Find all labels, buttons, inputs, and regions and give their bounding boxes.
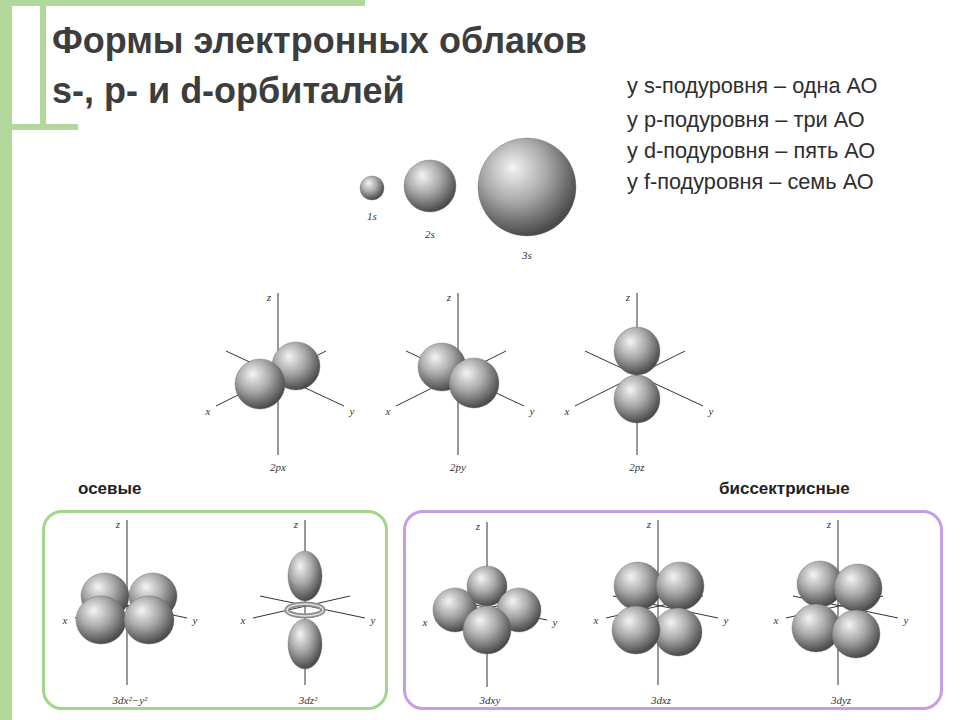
orbital-lobe <box>463 606 511 654</box>
axis-label: z <box>116 518 120 530</box>
orbital-lobe <box>449 358 499 408</box>
axis-label: y <box>904 614 909 626</box>
axis-label: z <box>626 291 630 303</box>
orbital-label: 2py <box>450 461 466 473</box>
frame-bar <box>0 124 78 130</box>
axis-label: y <box>530 405 535 417</box>
axis-label: z <box>827 518 831 530</box>
orbital-lobe <box>360 176 384 200</box>
orbital-torus <box>287 604 323 616</box>
axis-label: z <box>647 518 651 530</box>
axis-label: x <box>63 614 68 626</box>
orbital-label: 2s <box>425 228 435 240</box>
orbital-lobe <box>614 327 660 375</box>
axis-label: y <box>193 614 198 626</box>
axis-label: y <box>709 405 714 417</box>
orbital-label: 2px <box>270 461 286 473</box>
orbital-lobe <box>614 562 662 610</box>
axis-label: x <box>565 405 570 417</box>
orbital-label: 3dyz <box>831 694 851 706</box>
orbital-label: 3dz² <box>299 694 318 706</box>
axis-label: x <box>423 616 428 628</box>
orbital-lobe <box>288 551 322 601</box>
axis-label: z <box>294 518 298 530</box>
orbital-label: 3dxz <box>651 694 671 706</box>
axis-label: z <box>447 291 451 303</box>
sublevel-note: у f-подуровня – семь АО <box>627 166 945 197</box>
group-heading: осевые <box>78 479 142 499</box>
axis-line <box>260 596 365 618</box>
slide-title: Формы электронных облаков s-, p- и d-орб… <box>52 16 630 116</box>
axis-label: y <box>371 614 376 626</box>
orbital-label: 3dxy <box>480 694 501 706</box>
axis-label: y <box>553 616 558 628</box>
frame-bar <box>0 0 365 6</box>
axis-label: z <box>476 520 480 532</box>
axis-line <box>658 520 659 685</box>
axis-label: x <box>241 614 246 626</box>
orbital-group-box: биссектрисные3dxy3dxz3dyz <box>403 510 943 710</box>
axis-label: y <box>350 405 355 417</box>
frame-bar <box>0 0 12 720</box>
orbital-label: 3s <box>522 249 532 261</box>
orbital-lobe <box>235 359 285 409</box>
orbital-lobe <box>76 596 126 644</box>
group-heading: биссектрисные <box>719 479 850 499</box>
orbital-lobe <box>654 608 702 656</box>
axis-label: x <box>206 405 211 417</box>
orbital-label: 3dx²−y² <box>113 694 148 706</box>
orbital-lobe <box>832 610 880 658</box>
sublevel-notes: у s-подуровня – одна АОу p-подуровня – т… <box>627 70 945 197</box>
orbital-lobe <box>288 619 322 669</box>
axis-label: x <box>594 614 599 626</box>
orbital-lobe <box>614 375 660 423</box>
axis-label: x <box>774 614 779 626</box>
orbital-lobe <box>834 564 882 612</box>
sublevel-note: у d-подуровня – пять АО <box>627 135 945 166</box>
orbital-lobe <box>404 160 456 212</box>
orbital-lobe <box>124 596 174 644</box>
orbital-lobe <box>478 138 576 236</box>
axis-line <box>838 520 839 685</box>
orbital-lobe <box>612 606 660 654</box>
orbital-lobe <box>656 562 704 610</box>
sublevel-note: у s-подуровня – одна АО <box>627 70 945 101</box>
orbital-group-box: осевые3dx²−y²3dz² <box>42 510 388 710</box>
orbital-label: 2pz <box>629 461 644 473</box>
axis-label: x <box>386 405 391 417</box>
sublevel-note: у p-подуровня – три АО <box>627 104 945 135</box>
axis-label: y <box>724 614 729 626</box>
axis-label: z <box>267 291 271 303</box>
orbital-torus <box>287 604 323 616</box>
frame-bar <box>40 0 46 130</box>
orbital-label: 1s <box>367 210 377 222</box>
